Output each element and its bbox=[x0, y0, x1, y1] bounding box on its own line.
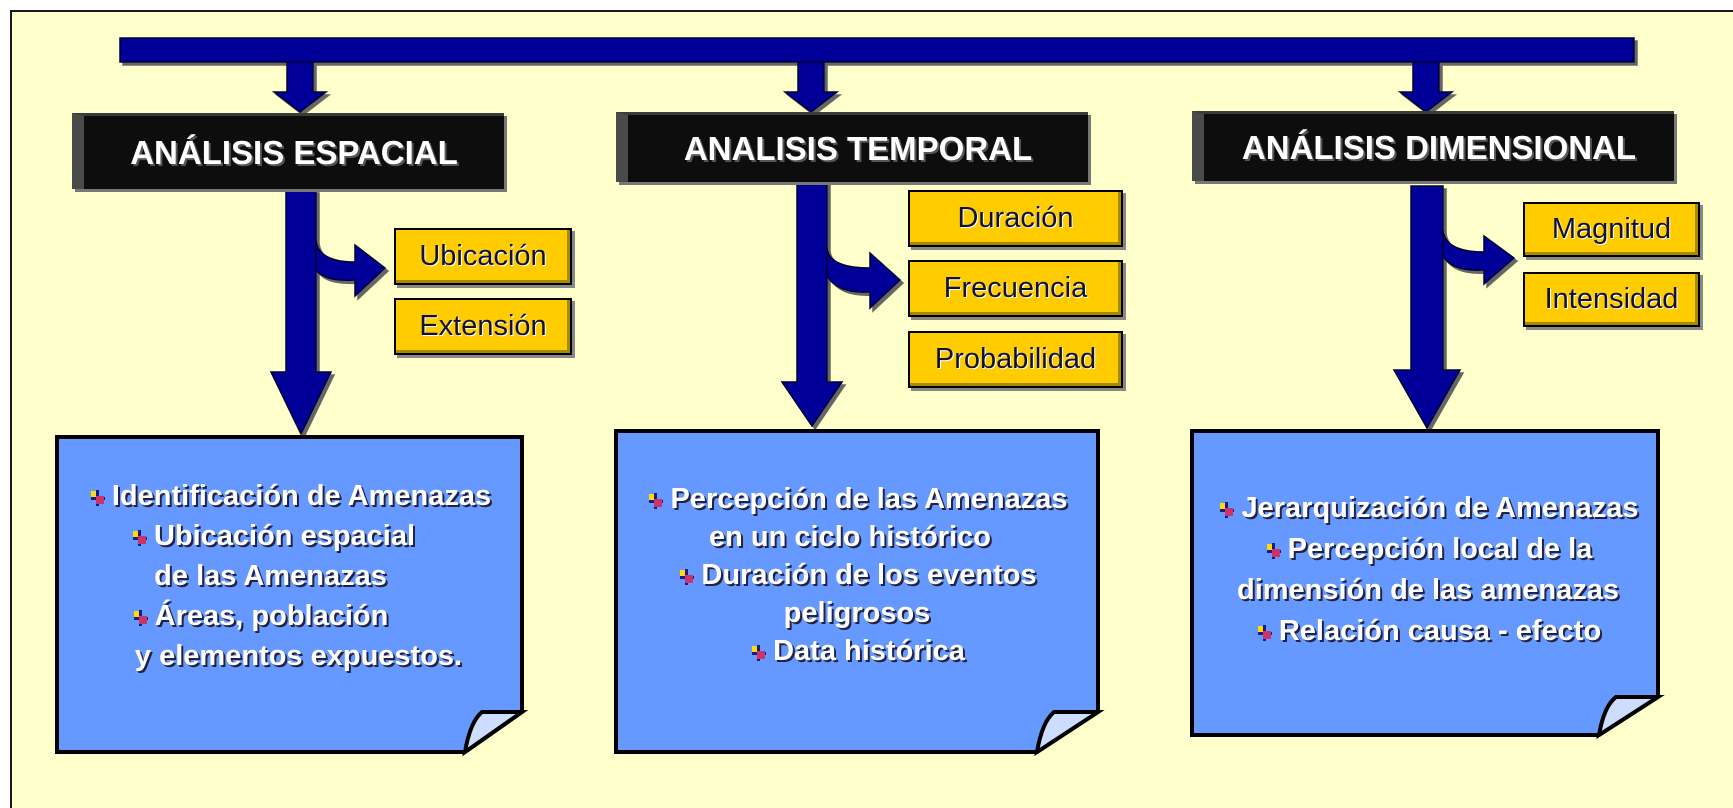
long-arrow-2 bbox=[780, 181, 844, 428]
header-analisis-dimensional: ANÁLISIS DIMENSIONAL bbox=[1192, 111, 1674, 181]
note-line: Percepción local de la bbox=[1192, 529, 1664, 570]
note-fold-3 bbox=[1596, 695, 1665, 740]
down-arrow-3 bbox=[1397, 61, 1455, 113]
side-arrow-1 bbox=[315, 239, 387, 298]
bullet-icon bbox=[131, 609, 149, 627]
bullet-icon bbox=[88, 489, 106, 507]
tag-duracion: Duración bbox=[908, 190, 1123, 247]
note-line: dimensión de las amenazas bbox=[1237, 574, 1619, 606]
note-line: Relación causa - efecto bbox=[1192, 611, 1664, 652]
header-analisis-temporal: ANALISIS TEMPORAL bbox=[616, 112, 1088, 182]
note-temporal: Percepción de las Amenazas en un ciclo h… bbox=[616, 480, 1098, 670]
tag-probabilidad: Probabilidad bbox=[908, 331, 1123, 388]
note-line: Identificación de Amenazas bbox=[57, 476, 522, 516]
down-arrow-2 bbox=[782, 61, 840, 113]
top-bar bbox=[119, 37, 1635, 63]
tag-magnitud: Magnitud bbox=[1523, 202, 1700, 257]
tag-ubicacion: Ubicación bbox=[394, 228, 572, 285]
side-arrow-2 bbox=[826, 247, 902, 310]
side-arrow-3 bbox=[1442, 229, 1516, 286]
long-arrow-3 bbox=[1392, 185, 1462, 430]
note-line: peligrosos bbox=[783, 597, 931, 629]
bullet-icon bbox=[677, 568, 695, 586]
note-line: Percepción de las Amenazas bbox=[616, 480, 1098, 518]
header-analisis-espacial: ANÁLISIS ESPACIAL bbox=[72, 113, 504, 189]
note-espacial: Identificación de Amenazas Ubicación esp… bbox=[57, 476, 522, 676]
bullet-icon bbox=[1255, 624, 1273, 642]
note-line: Duración de los eventos bbox=[616, 556, 1098, 594]
note-fold-2 bbox=[1034, 710, 1105, 757]
down-arrow-1 bbox=[271, 61, 329, 113]
note-dimensional: Jerarquización de Amenazas Percepción lo… bbox=[1192, 488, 1664, 652]
bullet-icon bbox=[1264, 542, 1282, 560]
tag-extension: Extensión bbox=[394, 298, 572, 355]
bullet-icon bbox=[1217, 501, 1235, 519]
note-line: Ubicación espacial bbox=[57, 516, 522, 556]
long-arrow-1 bbox=[269, 189, 333, 436]
bullet-icon bbox=[646, 492, 664, 510]
tag-frecuencia: Frecuencia bbox=[908, 260, 1123, 317]
note-line: en un ciclo histórico bbox=[709, 521, 991, 553]
tag-intensidad: Intensidad bbox=[1523, 272, 1700, 327]
note-line: de las Amenazas bbox=[154, 560, 387, 592]
note-line: Áreas, población bbox=[57, 596, 522, 636]
note-line: Jerarquización de Amenazas bbox=[1192, 488, 1664, 529]
note-fold-1 bbox=[462, 710, 529, 757]
bullet-icon bbox=[130, 529, 148, 547]
note-line: Data histórica bbox=[616, 632, 1098, 670]
bullet-icon bbox=[749, 644, 767, 662]
note-line: y elementos expuestos. bbox=[134, 640, 463, 672]
